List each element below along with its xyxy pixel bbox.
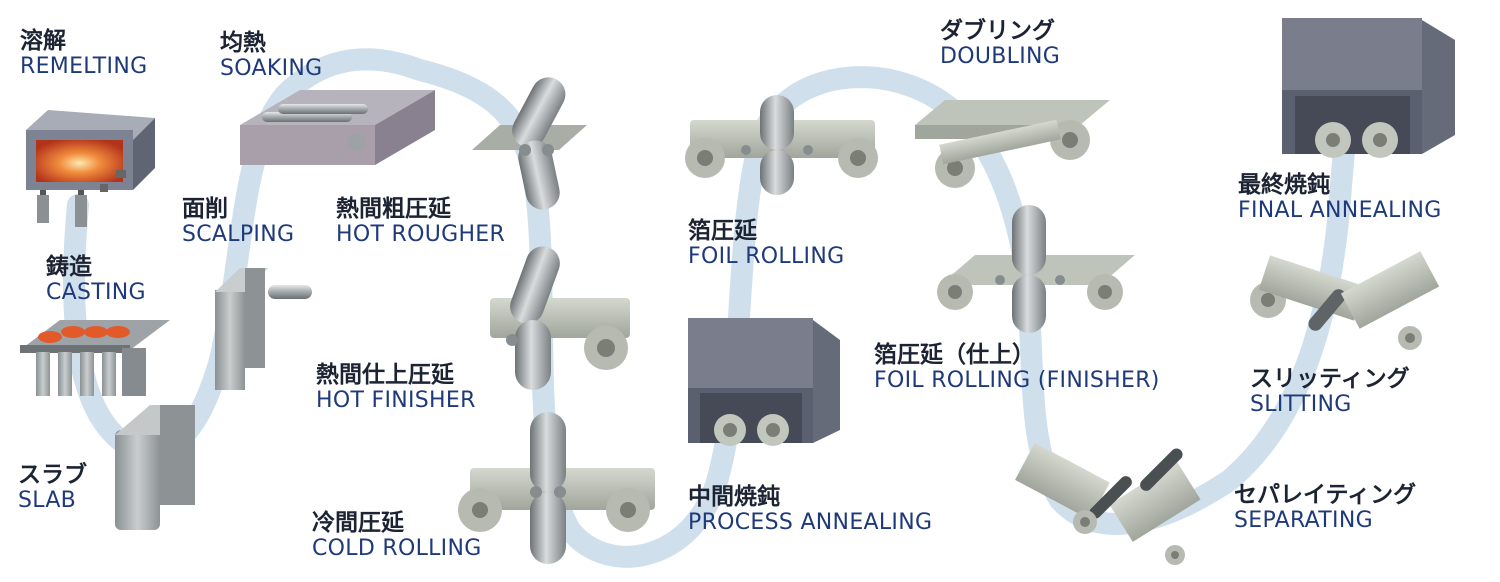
step-casting-en: CASTING <box>46 280 146 306</box>
step-hot-rougher: 熱間粗圧延 HOT ROUGHER <box>336 196 505 248</box>
foil-finisher-mill-icon <box>937 205 1135 333</box>
separating-rollers-icon <box>1015 442 1201 565</box>
doubling-rollers-icon <box>915 100 1110 188</box>
step-soaking-jp: 均熱 <box>220 30 266 56</box>
step-final-annealing-jp: 最終焼鈍 <box>1238 172 1330 198</box>
step-soaking: 均熱 SOAKING <box>220 30 322 82</box>
scalped-slab-icon <box>215 268 312 390</box>
step-soaking-en: SOAKING <box>220 56 323 82</box>
process-annealing-furnace-icon <box>688 318 840 446</box>
step-casting: 鋳造 CASTING <box>46 254 146 306</box>
step-process-annealing-jp: 中間焼鈍 <box>688 484 780 510</box>
step-foil-rolling-en: FOIL ROLLING <box>688 244 845 270</box>
step-hot-finisher: 熱間仕上圧延 HOT FINISHER <box>316 362 476 414</box>
step-cold-rolling-jp: 冷間圧延 <box>312 510 404 536</box>
step-hot-finisher-en: HOT FINISHER <box>316 388 476 414</box>
step-remelting-jp: 溶解 <box>20 28 66 54</box>
step-foil-rolling-jp: 箔圧延 <box>688 218 757 244</box>
slitting-rollers-icon <box>1250 251 1440 350</box>
step-separating: セパレイティング SEPARATING <box>1234 482 1416 534</box>
step-hot-rougher-jp: 熱間粗圧延 <box>336 196 451 222</box>
step-slab-en: SLAB <box>18 488 77 514</box>
step-remelting-en: REMELTING <box>20 54 148 80</box>
step-slab: スラブ SLAB <box>18 462 87 514</box>
final-annealing-furnace-icon <box>1282 18 1455 158</box>
step-slitting: スリッティング SLITTING <box>1250 366 1410 418</box>
step-cold-rolling: 冷間圧延 COLD ROLLING <box>312 510 482 562</box>
step-slitting-jp: スリッティング <box>1250 366 1410 392</box>
foil-rolling-mill-icon <box>685 95 878 195</box>
step-final-annealing-en: FINAL ANNEALING <box>1238 198 1442 224</box>
step-slab-jp: スラブ <box>18 462 87 488</box>
step-slitting-en: SLITTING <box>1250 392 1352 418</box>
step-scalping-en: SCALPING <box>182 222 295 248</box>
furnace-icon <box>26 110 155 227</box>
hot-finisher-mill-icon <box>490 246 630 390</box>
step-hot-rougher-en: HOT ROUGHER <box>336 222 506 248</box>
step-foil-rolling: 箔圧延 FOIL ROLLING <box>688 218 844 270</box>
step-final-annealing: 最終焼鈍 FINAL ANNEALING <box>1238 172 1442 224</box>
casting-mold-icon <box>20 320 170 396</box>
step-doubling: ダブリング DOUBLING <box>940 18 1060 70</box>
step-separating-en: SEPARATING <box>1234 508 1373 534</box>
step-doubling-en: DOUBLING <box>940 44 1061 70</box>
hot-rougher-mill-icon <box>472 77 587 210</box>
step-foil-rolling-finisher-jp: 箔圧延（仕上） <box>874 342 1035 368</box>
step-casting-jp: 鋳造 <box>46 254 92 280</box>
step-hot-finisher-jp: 熱間仕上圧延 <box>316 362 454 388</box>
step-scalping: 面削 SCALPING <box>182 196 294 248</box>
cold-rolling-mill-icon <box>458 412 655 564</box>
step-foil-rolling-finisher: 箔圧延（仕上） FOIL ROLLING (FINISHER) <box>874 342 1160 394</box>
step-process-annealing-en: PROCESS ANNEALING <box>688 510 933 536</box>
step-remelting: 溶解 REMELTING <box>20 28 147 80</box>
step-doubling-jp: ダブリング <box>940 18 1055 44</box>
step-separating-jp: セパレイティング <box>1234 482 1417 508</box>
step-process-annealing: 中間焼鈍 PROCESS ANNEALING <box>688 484 932 536</box>
soaking-furnace-icon <box>240 90 435 165</box>
step-scalping-jp: 面削 <box>182 196 228 222</box>
slab-icon <box>115 405 195 530</box>
step-foil-rolling-finisher-en: FOIL ROLLING (FINISHER) <box>874 368 1160 394</box>
step-cold-rolling-en: COLD ROLLING <box>312 536 482 562</box>
